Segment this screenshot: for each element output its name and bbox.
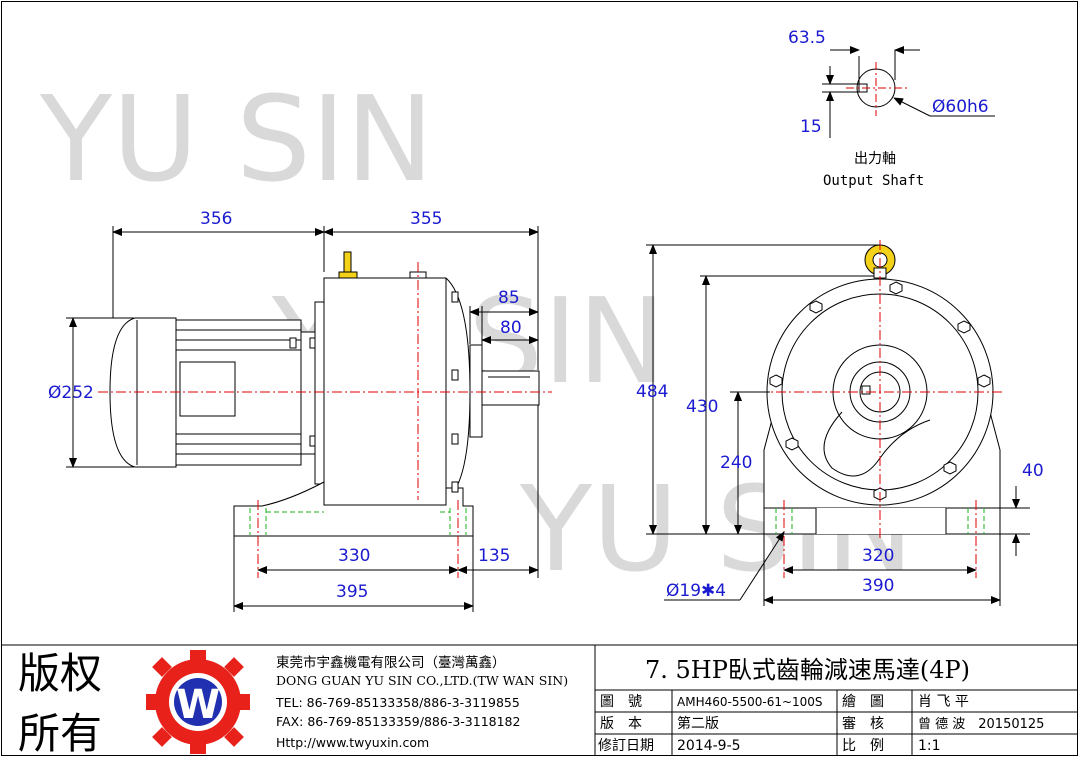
row-value-drawn-by: 肖 飞 平	[918, 694, 969, 710]
row-label-revision-date: 修訂日期	[598, 738, 654, 754]
title-rows: 圖 號 AMH460-5500-61~100S 繪 圖 肖 飞 平 版 本 第二…	[598, 693, 1044, 754]
row-value-version: 第二版	[677, 715, 719, 732]
output-shaft	[481, 370, 540, 406]
title-block-frame	[1, 644, 1078, 756]
output-shaft-label-en: Output Shaft	[823, 173, 924, 189]
product-title: 7. 5HP臥式齒輪減速馬達(4P)	[645, 656, 970, 684]
dim-base-length: 395	[336, 582, 368, 602]
gearbox-flange	[314, 301, 325, 485]
row-label-scale: 比 例	[842, 738, 884, 754]
side-dimensions	[66, 226, 539, 612]
watermark-top: YU SIN	[39, 70, 434, 208]
side-centerlines	[98, 262, 552, 578]
dim-key-depth: 15	[800, 117, 822, 137]
copyright-line-2: 所有	[18, 709, 102, 757]
output-flange	[469, 344, 483, 438]
dim-leader-diameter	[893, 97, 931, 117]
company-tel: TEL: 86-769-85133358/886-3-3119855	[275, 695, 520, 710]
company-web: Http://www.twyuxin.com	[276, 735, 429, 750]
side-dim-labels: 356 355 Ø252 85 80 330 135 395	[48, 209, 522, 602]
side-bolts	[289, 291, 459, 493]
dim-base-to-shaft: 135	[478, 546, 510, 566]
front-base-gap	[816, 508, 946, 534]
company-logo-icon: W	[146, 650, 250, 754]
row-value-revision-date: 2014-9-5	[677, 738, 741, 754]
logo-letter: W	[176, 682, 220, 728]
company-info: 東莞市宇鑫機電有限公司（臺灣萬鑫） DONG GUAN YU SIN CO.,L…	[275, 654, 568, 750]
row-label-drawing-no: 圖 號	[600, 694, 642, 710]
copyright-line-1: 版权	[18, 649, 102, 698]
dim-base-width: 390	[862, 576, 894, 596]
dim-gearbox-length: 355	[410, 209, 442, 229]
dim-shaft-diameter: Ø60h6	[932, 97, 989, 117]
front-view	[646, 240, 1030, 606]
dim-shaft-height: 240	[720, 453, 752, 473]
front-dim-labels: 484 430 240 40 320 390 Ø19✱4	[636, 382, 1044, 601]
front-bolts	[769, 281, 991, 501]
dim-hole-spacing: 320	[862, 546, 894, 566]
dim-shaft-80: 80	[500, 318, 522, 338]
dim-motor-diameter: Ø252	[48, 383, 94, 403]
side-base	[233, 481, 474, 537]
dim-lift-height: 430	[686, 397, 718, 417]
company-name-en: DONG GUAN YU SIN CO.,LTD.(TW WAN SIN)	[276, 673, 568, 688]
dim-motor-length: 356	[200, 209, 232, 229]
terminal-box	[179, 361, 236, 417]
row-label-checked-by: 審 核	[842, 716, 884, 732]
front-keyway	[861, 385, 871, 395]
side-hidden-holes	[249, 508, 467, 535]
row-value-checked-by: 曾 德 波 20150125	[918, 717, 1044, 732]
row-value-scale: 1:1	[918, 738, 941, 754]
lifting-eye-stem	[343, 251, 352, 275]
row-label-version: 版 本	[600, 716, 642, 732]
output-shaft-label-cn: 出力軸	[854, 151, 896, 167]
dim-mounting-holes: Ø19✱4	[666, 581, 726, 601]
lifting-eye-base	[338, 271, 358, 279]
front-hidden-holes	[775, 508, 985, 534]
row-label-drawn-by: 繪 圖	[842, 693, 884, 710]
output-shaft-view: 63.5 15 Ø60h6 出力軸 Output Shaft	[788, 28, 995, 189]
row-value-drawing-no: AMH460-5500-61~100S	[677, 695, 823, 709]
copyright-block: 版权 所有	[18, 649, 102, 758]
company-fax: FAX: 86-769-85133359/886-3-3118182	[276, 714, 520, 729]
dim-base-hole-spacing: 330	[338, 546, 370, 566]
company-name-cn: 東莞市宇鑫機電有限公司（臺灣萬鑫）	[276, 654, 506, 671]
dim-total-height: 484	[636, 382, 668, 402]
dim-shaft-85: 85	[498, 288, 520, 308]
dim-base-thickness: 40	[1022, 461, 1044, 481]
front-dimensions	[646, 244, 1030, 606]
front-cam-outline	[823, 411, 931, 477]
dim-key-width: 63.5	[788, 28, 826, 48]
side-view	[66, 226, 552, 612]
